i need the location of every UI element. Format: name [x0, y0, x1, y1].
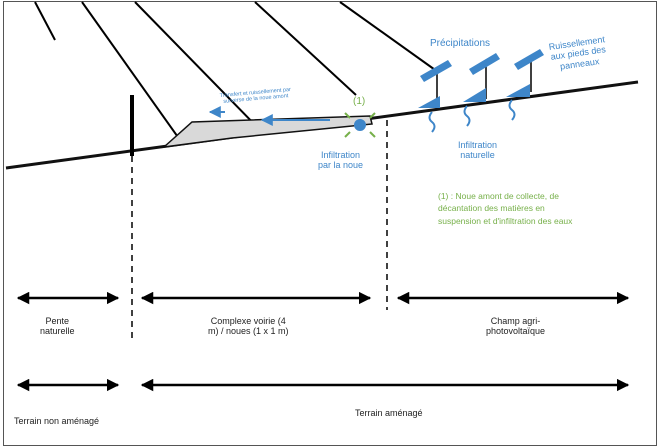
- leader-line: [34, 1, 56, 41]
- leader-line: [81, 1, 181, 141]
- diagram-frame: [3, 1, 657, 446]
- label-amenage: Terrain aménagé: [355, 408, 423, 418]
- label-note: (1) : Noue amont de collecte, de décanta…: [438, 191, 573, 226]
- label-infiltration-naturelle: Infiltration naturelle: [458, 140, 498, 161]
- leader-line: [134, 1, 263, 133]
- label-infiltration-noue: Infiltration par la noue: [318, 150, 364, 171]
- leader-line: [339, 1, 439, 73]
- noue-infiltration-icon: [344, 112, 376, 138]
- solar-panel: [514, 49, 544, 92]
- label-complexe: Complexe voirie (4 m) / noues (1 x 1 m): [208, 316, 289, 337]
- runoff-wedge: [418, 84, 530, 108]
- infiltration-squiggle: [428, 99, 516, 133]
- label-champ: Champ agri- photovoltaïque: [486, 316, 546, 337]
- label-pente: Pente naturelle: [40, 316, 75, 337]
- label-precipitations: Précipitations: [430, 38, 491, 49]
- label-marker: (1): [353, 96, 366, 107]
- leader-lines: [34, 1, 439, 141]
- road-embankment: [161, 115, 373, 149]
- label-non-amenage: Terrain non aménagé: [14, 416, 100, 426]
- leader-line: [254, 1, 357, 96]
